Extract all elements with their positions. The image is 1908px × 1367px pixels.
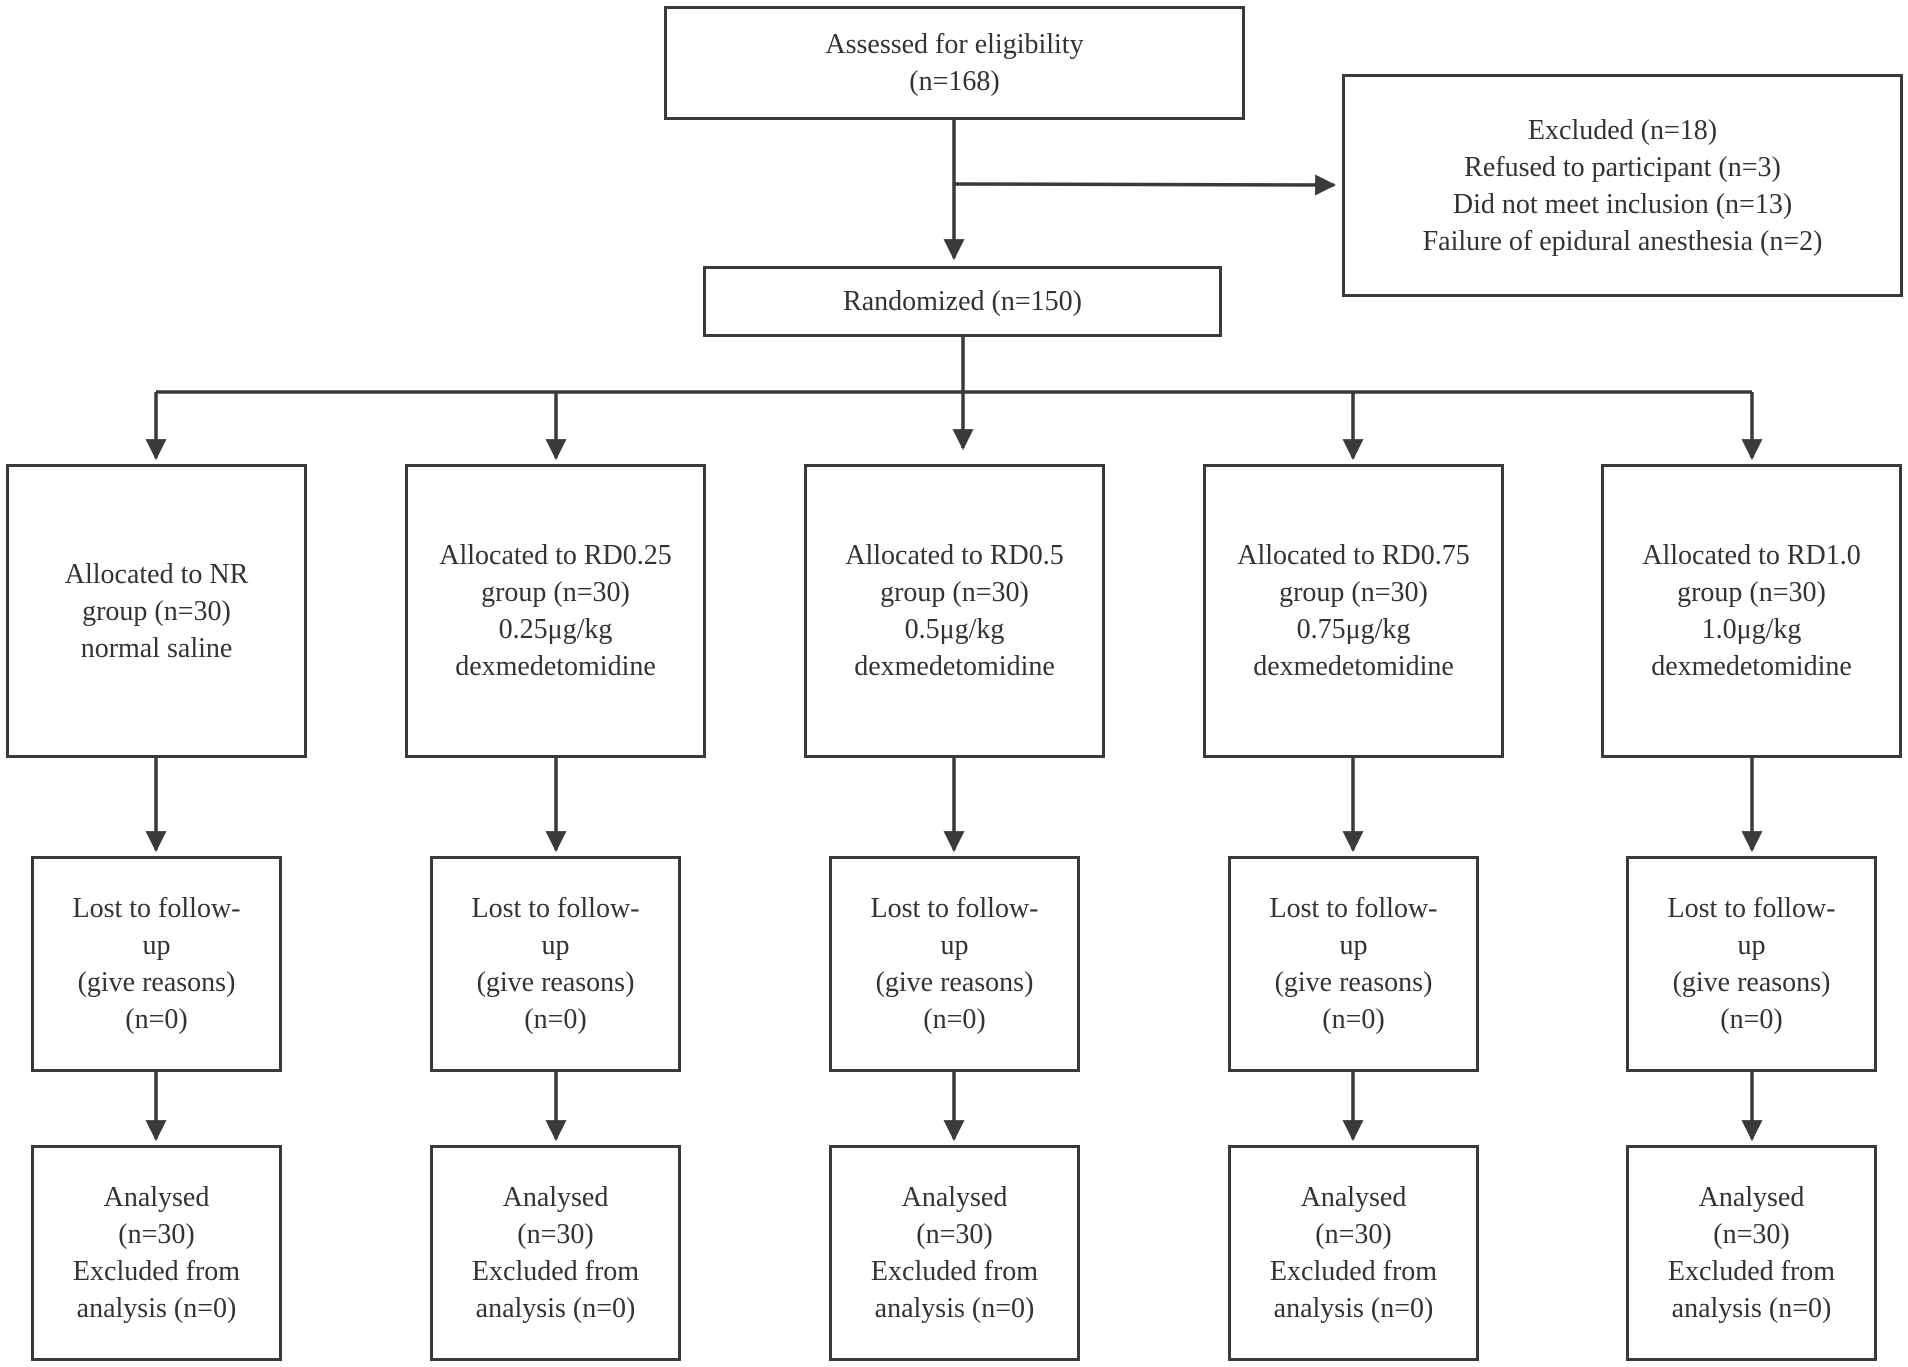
allocation-line: Allocated to RD0.25	[439, 540, 672, 571]
excluded-refused: Refused to participant (n=3)	[1464, 151, 1781, 183]
lost-followup-box-rd05: Lost to follow- up (give reasons) (n=0)	[829, 856, 1080, 1072]
allocation-line: 0.5μg/kg	[904, 614, 1005, 645]
analysed-line: Excluded from	[870, 1256, 1039, 1287]
allocation-box-rd10: Allocated to RD1.0 group (n=30) 1.0μg/kg…	[1601, 464, 1902, 758]
lost-line: Lost to follow-	[72, 893, 241, 924]
lost-line: (n=0)	[1720, 1004, 1783, 1035]
allocation-line: 0.25μg/kg	[498, 614, 613, 645]
allocation-line: group (n=30)	[1279, 577, 1428, 608]
analysed-box-rd10: Analysed (n=30) Excluded from analysis (…	[1626, 1145, 1877, 1361]
lost-line: up	[1339, 930, 1368, 961]
analysed-line: Analysed	[1300, 1182, 1407, 1213]
analysed-line: (n=30)	[517, 1219, 594, 1250]
analysed-line: Analysed	[901, 1182, 1008, 1213]
lost-followup-box-nr: Lost to follow- up (give reasons) (n=0)	[31, 856, 282, 1072]
allocation-line: Allocated to RD0.75	[1237, 540, 1470, 571]
analysed-box-rd025: Analysed (n=30) Excluded from analysis (…	[430, 1145, 681, 1361]
lost-line: Lost to follow-	[1667, 893, 1836, 924]
analysed-line: Excluded from	[471, 1256, 640, 1287]
analysed-line: (n=30)	[1315, 1219, 1392, 1250]
allocation-line: group (n=30)	[1677, 577, 1826, 608]
assessed-label: Assessed for eligibility	[825, 29, 1084, 60]
analysed-line: Excluded from	[72, 1256, 241, 1287]
analysed-line: Analysed	[502, 1182, 609, 1213]
allocation-line: Allocated to NR	[64, 558, 249, 590]
analysed-line: Excluded from	[1269, 1256, 1438, 1287]
lost-line: (give reasons)	[476, 967, 635, 998]
allocation-line: normal saline	[80, 632, 233, 664]
analysed-line: (n=30)	[1713, 1219, 1790, 1250]
analysed-box-rd075: Analysed (n=30) Excluded from analysis (…	[1228, 1145, 1479, 1361]
lost-line: Lost to follow-	[471, 893, 640, 924]
excluded-total: Excluded (n=18)	[1527, 114, 1718, 146]
lost-line: Lost to follow-	[870, 893, 1039, 924]
assessed-box: Assessed for eligibility (n=168)	[664, 6, 1245, 120]
lost-line: (n=0)	[1322, 1004, 1385, 1035]
allocation-line: dexmedetomidine	[854, 651, 1055, 682]
lost-line: up	[1737, 930, 1766, 961]
lost-followup-box-rd025: Lost to follow- up (give reasons) (n=0)	[430, 856, 681, 1072]
lost-line: (n=0)	[923, 1004, 986, 1035]
allocation-box-rd025: Allocated to RD0.25 group (n=30) 0.25μg/…	[405, 464, 706, 758]
analysed-line: analysis (n=0)	[76, 1293, 237, 1324]
excluded-box: Excluded (n=18) Refused to participant (…	[1342, 74, 1903, 297]
lost-followup-box-rd075: Lost to follow- up (give reasons) (n=0)	[1228, 856, 1479, 1072]
allocation-line: dexmedetomidine	[455, 651, 656, 682]
lost-line: up	[142, 930, 171, 961]
lost-line: (n=0)	[524, 1004, 587, 1035]
excluded-epidural-failure: Failure of epidural anesthesia (n=2)	[1422, 225, 1823, 257]
allocation-line: group (n=30)	[880, 577, 1029, 608]
lost-line: Lost to follow-	[1269, 893, 1438, 924]
analysed-line: analysis (n=0)	[1273, 1293, 1434, 1324]
randomized-box: Randomized (n=150)	[703, 266, 1222, 337]
lost-line: (give reasons)	[1672, 967, 1831, 998]
allocation-line: dexmedetomidine	[1651, 651, 1852, 682]
randomized-label: Randomized (n=150)	[843, 286, 1082, 317]
excluded-inclusion: Did not meet inclusion (n=13)	[1452, 188, 1793, 220]
analysed-box-nr: Analysed (n=30) Excluded from analysis (…	[31, 1145, 282, 1361]
allocation-line: 1.0μg/kg	[1701, 614, 1802, 645]
lost-line: (give reasons)	[1274, 967, 1433, 998]
analysed-line: Analysed	[1698, 1182, 1805, 1213]
analysed-line: (n=30)	[916, 1219, 993, 1250]
lost-line: (give reasons)	[875, 967, 1034, 998]
allocation-line: group (n=30)	[481, 577, 630, 608]
lost-line: (give reasons)	[77, 967, 236, 998]
analysed-line: analysis (n=0)	[475, 1293, 636, 1324]
lost-line: up	[541, 930, 570, 961]
analysed-box-rd05: Analysed (n=30) Excluded from analysis (…	[829, 1145, 1080, 1361]
arrow-to-excluded	[953, 174, 1337, 196]
allocation-line: Allocated to RD0.5	[845, 540, 1064, 571]
analysed-line: analysis (n=0)	[874, 1293, 1035, 1324]
analysed-line: (n=30)	[118, 1219, 195, 1250]
lost-followup-box-rd10: Lost to follow- up (give reasons) (n=0)	[1626, 856, 1877, 1072]
lost-line: up	[940, 930, 969, 961]
allocation-box-rd05: Allocated to RD0.5 group (n=30) 0.5μg/kg…	[804, 464, 1105, 758]
allocation-line: 0.75μg/kg	[1296, 614, 1411, 645]
analysed-line: Analysed	[103, 1182, 210, 1213]
allocation-line: Allocated to RD1.0	[1642, 540, 1861, 571]
assessed-count: (n=168)	[909, 66, 1000, 97]
analysed-line: analysis (n=0)	[1671, 1293, 1832, 1324]
lost-line: (n=0)	[125, 1004, 188, 1035]
allocation-line: dexmedetomidine	[1253, 651, 1454, 682]
allocation-line: group (n=30)	[82, 595, 231, 627]
allocation-box-nr: Allocated to NR group (n=30) normal sali…	[6, 464, 307, 758]
analysed-line: Excluded from	[1667, 1256, 1836, 1287]
allocation-box-rd075: Allocated to RD0.75 group (n=30) 0.75μg/…	[1203, 464, 1504, 758]
